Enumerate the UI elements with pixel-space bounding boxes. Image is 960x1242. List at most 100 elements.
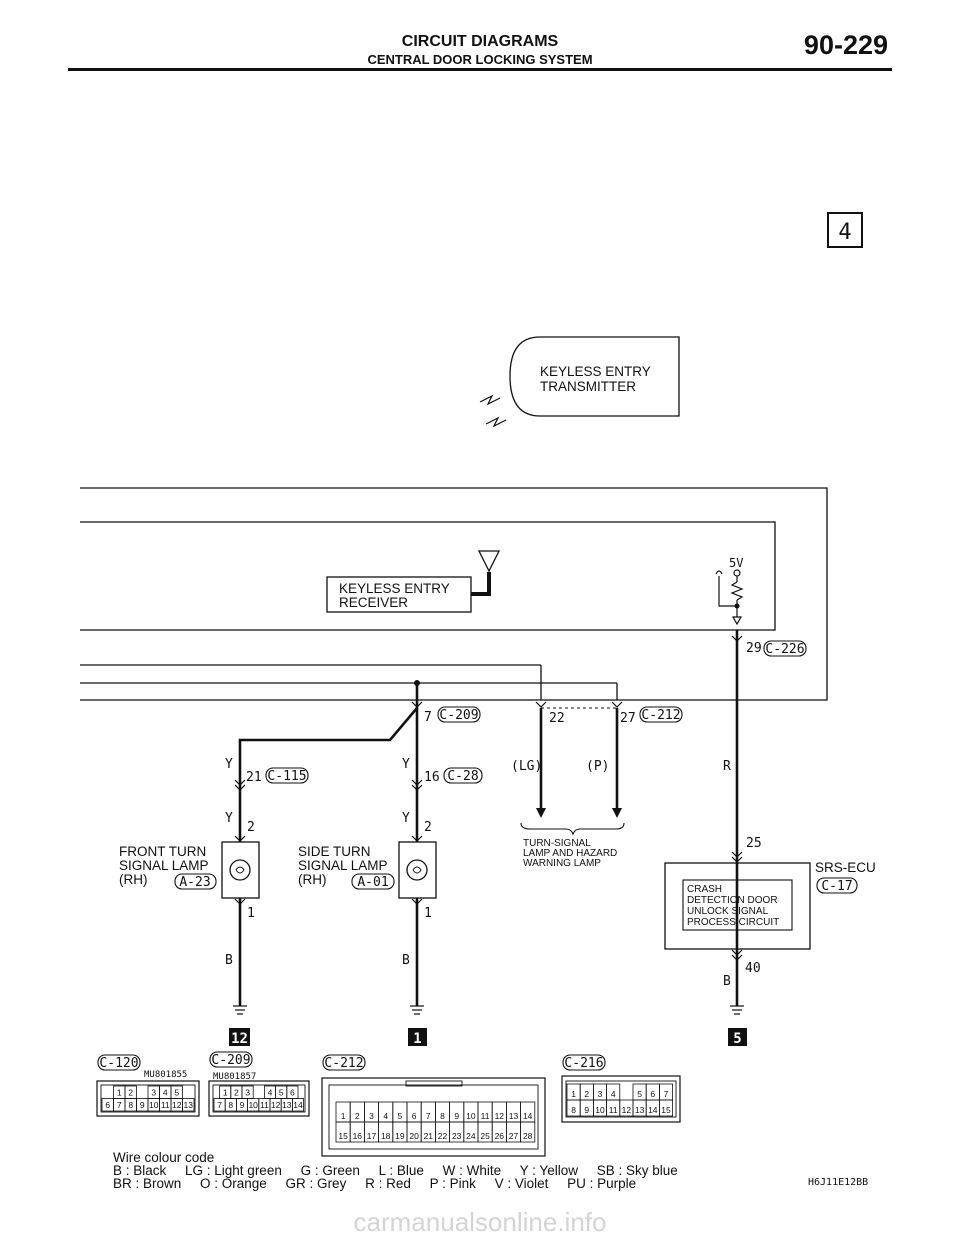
- header-rule: [68, 68, 892, 71]
- wire-label-lg: (LG): [511, 759, 542, 774]
- turn-signal-note-3: WARNING LAMP: [523, 858, 601, 869]
- front-lamp-label-2: SIGNAL LAMP: [119, 858, 209, 873]
- connector-pin-label: 23: [452, 1131, 462, 1141]
- ref-c209-connector: C-209: [211, 1053, 250, 1068]
- connector-pin-label: 18: [381, 1131, 391, 1141]
- connector-pin-cell: [659, 1099, 674, 1117]
- supply-5v: 5V: [715, 556, 744, 626]
- srs-circuit-line1: CRASH: [687, 884, 722, 895]
- ref-a01: A-01: [357, 875, 388, 890]
- connector-pin-label: 11: [260, 1100, 269, 1110]
- side-turn-signal-lamp: 1 SIDE TURN SIGNAL LAMP (RH) A-01 B: [298, 835, 437, 1015]
- connector-pin-label: 10: [248, 1100, 258, 1110]
- section-subtitle: CENTRAL DOOR LOCKING SYSTEM: [367, 52, 593, 67]
- connector-pin-cell: [520, 1121, 536, 1143]
- connector-pin-label: 20: [409, 1131, 419, 1141]
- wire-label-y2b: Y: [402, 811, 410, 826]
- pin-srs-40: 40: [745, 961, 761, 976]
- connector-pin-label: 13: [509, 1111, 519, 1121]
- connector-pin-cell: [253, 1086, 264, 1099]
- pin-c226-29: 29: [746, 641, 762, 656]
- page-number: 90-229: [803, 30, 888, 60]
- connector-pin-label: 3: [598, 1089, 603, 1099]
- supply-5v-label: 5V: [729, 556, 743, 570]
- connector-pin-label: 12: [271, 1100, 281, 1110]
- wire-label-r: R: [723, 759, 731, 774]
- front-lamp-label-3: (RH): [119, 872, 148, 887]
- connector-pin-label: 1: [223, 1088, 228, 1098]
- transmitter-label-2: TRANSMITTER: [540, 379, 636, 394]
- transmitter-label-1: KEYLESS ENTRY: [540, 364, 651, 379]
- antenna-icon: [477, 550, 501, 573]
- page-marker-label: 4: [838, 220, 851, 245]
- connector-pin-label: 9: [140, 1100, 145, 1110]
- wire-label-b2: B: [402, 953, 410, 968]
- radio-wave-icon: [485, 416, 507, 428]
- connector-pin-label: 11: [481, 1111, 490, 1121]
- ref-c115: C-115: [267, 769, 306, 784]
- connector-pin-label: 5: [279, 1088, 284, 1098]
- ground-point-markers: 12 1 5: [229, 1028, 747, 1047]
- connector-pin-label: 4: [268, 1088, 273, 1098]
- connector-pin-label: 7: [117, 1100, 122, 1110]
- connector-pin-label: 2: [234, 1088, 239, 1098]
- ref-c216: C-216: [564, 1056, 603, 1071]
- connector-pin-label: 10: [595, 1105, 605, 1115]
- connector-pin-label: 12: [495, 1111, 505, 1121]
- connector-pin-cell: [182, 1098, 195, 1112]
- connector-pin-label: 12: [622, 1105, 632, 1115]
- connector-pin-label: 24: [466, 1131, 476, 1141]
- pin-lamp2-1: 1: [424, 906, 432, 921]
- side-lamp-label-3: (RH): [298, 872, 327, 887]
- connector-pin-label: 19: [395, 1131, 405, 1141]
- keyless-entry-receiver: KEYLESS ENTRY RECEIVER: [326, 550, 501, 613]
- pin-c212-27: 27: [620, 711, 636, 726]
- connector-pin-label: 27: [509, 1131, 519, 1141]
- pin-lamp2-2: 2: [424, 820, 432, 835]
- receiver-label-1: KEYLESS ENTRY: [339, 581, 450, 596]
- ground-point-1: 1: [413, 1031, 421, 1047]
- connector-pin-label: 26: [495, 1131, 505, 1141]
- srs-circuit-line2: DETECTION DOOR: [687, 895, 778, 906]
- receiver-label-2: RECEIVER: [339, 595, 408, 610]
- srs-circuit-line3: UNLOCK SIGNAL: [687, 906, 769, 917]
- turn-signal-note-1: TURN-SIGNAL: [523, 838, 591, 849]
- connector-pin-cell: [620, 1084, 633, 1100]
- connector-pin-cell: [291, 1098, 304, 1112]
- connector-pin-label: 4: [611, 1089, 616, 1099]
- wire-label-b1: B: [225, 953, 233, 968]
- srs-ecu: CRASH DETECTION DOOR UNLOCK SIGNAL PROCE…: [664, 860, 876, 1015]
- lamp-bulb-icon: [406, 859, 428, 881]
- front-lamp-label-1: FRONT TURN: [119, 844, 206, 859]
- resistor-icon: [730, 581, 744, 601]
- connector-pin-label: 5: [174, 1088, 179, 1098]
- part-code-c209: MU801857: [213, 1072, 256, 1082]
- connector-pin-label: 5: [398, 1111, 403, 1121]
- connector-pin-label: 6: [290, 1088, 295, 1098]
- figure-code: H6J11E12BB: [808, 1177, 868, 1188]
- connector-pin-label: 11: [609, 1105, 618, 1115]
- connector-pin-label: 14: [293, 1100, 303, 1110]
- connector-pin-label: 16: [353, 1131, 363, 1141]
- connector-pin-label: 14: [523, 1111, 533, 1121]
- wire-r: 29 C-226 R 25: [723, 630, 807, 1006]
- ref-c226: C-226: [765, 642, 804, 657]
- part-code-c120: MU801855: [144, 1070, 187, 1080]
- connector-pin-label: 3: [245, 1088, 250, 1098]
- ref-c212: C-212: [641, 708, 680, 723]
- connector-pin-label: 11: [161, 1100, 170, 1110]
- connector-pin-label: 8: [571, 1105, 576, 1115]
- connector-pin-label: 2: [128, 1088, 133, 1098]
- ref-c212-connector: C-212: [324, 1056, 363, 1071]
- connector-pin-label: 4: [383, 1111, 388, 1121]
- connector-pin-label: 3: [151, 1088, 156, 1098]
- connector-pin-label: 13: [184, 1100, 194, 1110]
- connector-pin-label: 8: [440, 1111, 445, 1121]
- connector-pin-label: 22: [438, 1131, 448, 1141]
- ground-icon: [233, 1005, 247, 1015]
- legend-line-1: B : Black LG : Light green G : Green L :…: [113, 1163, 678, 1178]
